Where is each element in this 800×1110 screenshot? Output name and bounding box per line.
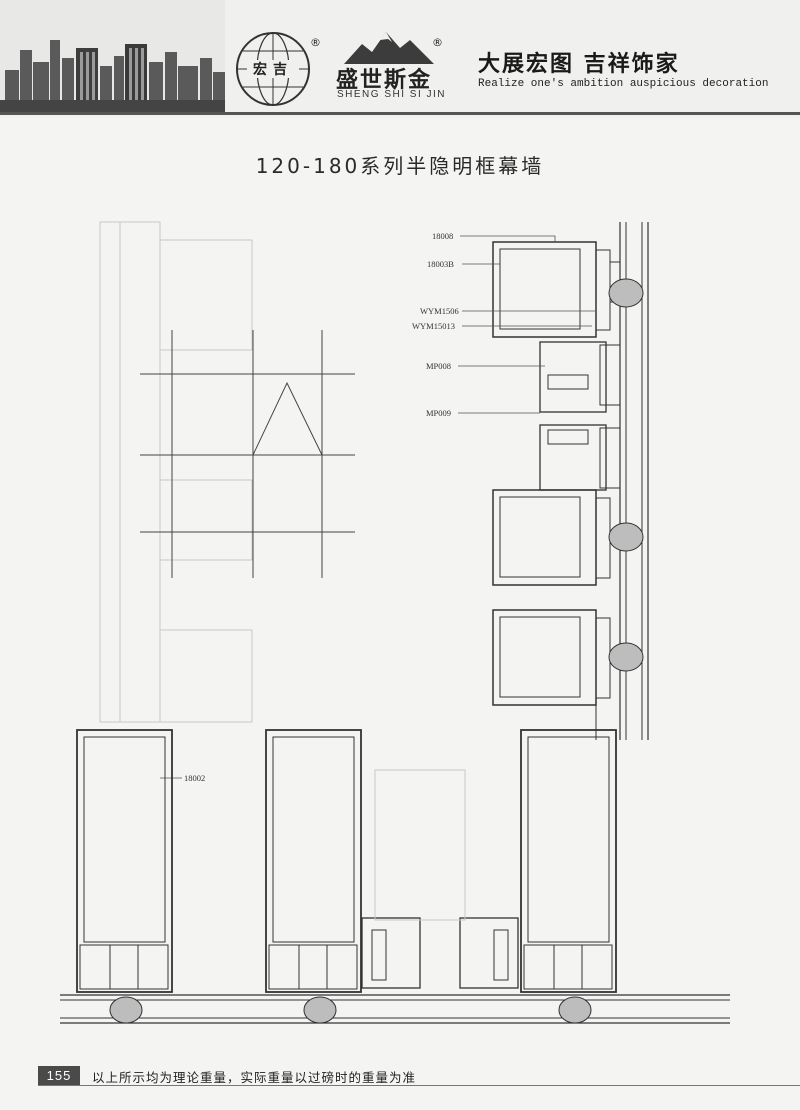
header-divider	[0, 112, 800, 115]
label-mp008: MP008	[426, 361, 451, 371]
brand-registered-mark: ®	[432, 36, 443, 49]
vertical-section	[492, 222, 649, 740]
elevation-grid	[140, 330, 355, 578]
faint-elevation-ghost	[99, 221, 253, 723]
logo-text: 宏吉	[253, 62, 293, 78]
curtain-wall-drawing: 18008 18003B WYM1506 WYM15013 MP008 MP00…	[60, 221, 730, 1024]
horizontal-section	[60, 729, 730, 1024]
brand-name-en: SHENG SHI SI JIN	[337, 89, 447, 100]
slogan-en: Realize one's ambition auspicious decora…	[478, 78, 769, 90]
city-skyline-image	[0, 0, 225, 112]
page-title: 120-180系列半隐明框幕墙	[255, 154, 545, 178]
brand-name-cn: 盛世斯金	[336, 67, 433, 93]
leader-lines	[160, 235, 595, 779]
globe-icon	[236, 32, 310, 106]
label-18003b: 18003B	[427, 259, 454, 269]
slogan-cn: 大展宏图 吉祥饰家	[478, 52, 680, 77]
page-number: 155	[38, 1066, 80, 1086]
registered-mark: ®	[310, 36, 321, 49]
footer-note: 以上所示均为理论重量，实际重量以过磅时的重量为准	[92, 1070, 417, 1085]
label-18008: 18008	[432, 231, 453, 241]
mountain-icon	[344, 32, 434, 64]
footer-divider	[38, 1085, 800, 1086]
label-mp009: MP009	[426, 408, 451, 418]
label-wym15013: WYM15013	[412, 321, 455, 331]
company-logo: 宏吉	[234, 30, 312, 108]
label-18002: 18002	[184, 773, 205, 783]
label-wym1506: WYM1506	[420, 306, 459, 316]
page-header: 宏吉 ® ® 盛世斯金 SHENG SHI SI JIN 大展宏图 吉祥饰家 R…	[0, 0, 800, 118]
